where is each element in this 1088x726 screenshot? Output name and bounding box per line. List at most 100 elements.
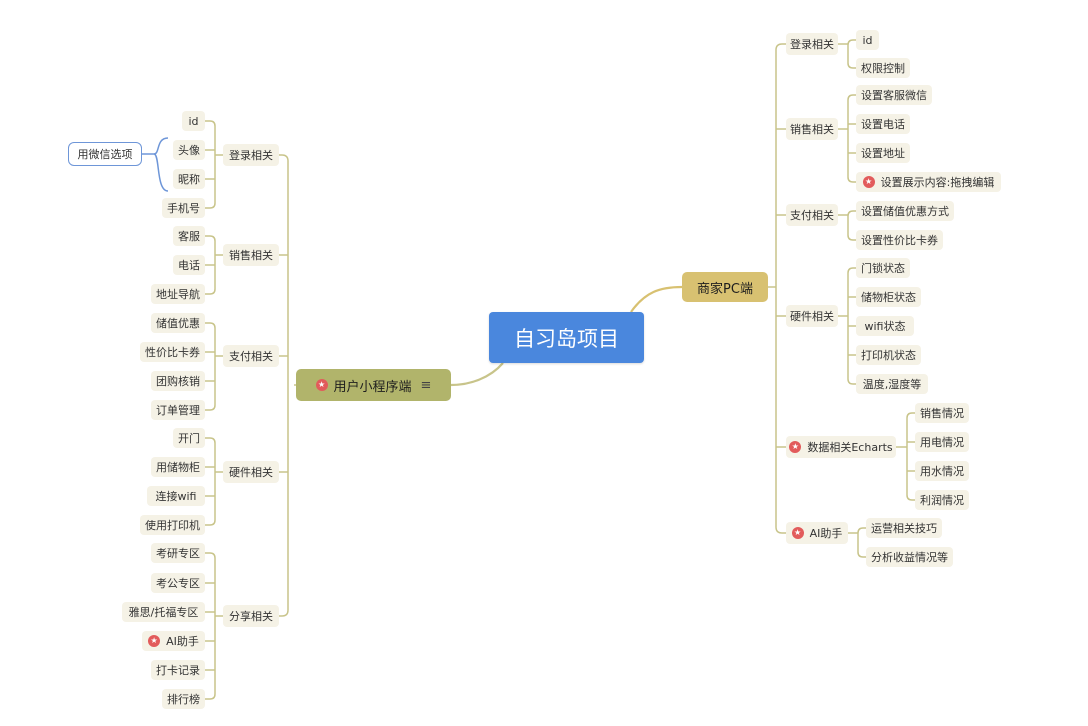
user-item-label: 考公专区 (156, 577, 200, 590)
user-item[interactable]: 手机号 (162, 198, 205, 218)
user-item[interactable]: ★AI助手 (142, 631, 205, 651)
merchant-item[interactable]: 打印机状态 (856, 345, 921, 365)
user-item-label: 用储物柜 (156, 461, 200, 474)
merchant-item-label: 储物柜状态 (861, 291, 916, 304)
merchant-item-connector (906, 494, 915, 501)
merchant-item-label: 设置地址 (861, 147, 905, 160)
merchant-group-1-label: 登录相关 (790, 38, 834, 51)
merchant-group-2-label: 销售相关 (790, 123, 834, 136)
user-item-label: 地址导航 (156, 288, 200, 301)
user-item[interactable]: 打卡记录 (151, 660, 205, 680)
user-item-connector (205, 693, 216, 700)
merchant-pc-node[interactable]: 商家PC端 (682, 272, 768, 302)
user-group-2[interactable]: 销售相关 (223, 244, 279, 266)
merchant-item[interactable]: 设置性价比卡券 (856, 230, 943, 250)
note-lines-icon: ≡ (420, 377, 432, 393)
user-group-1[interactable]: 登录相关 (223, 144, 279, 166)
merchant-item-label: 运营相关技巧 (871, 522, 937, 535)
user-miniprogram-node[interactable]: ★用户小程序端≡ (296, 369, 451, 401)
user-item-label: 手机号 (167, 202, 200, 215)
merchant-group-4[interactable]: 硬件相关 (786, 305, 838, 327)
merchant-item[interactable]: id (856, 30, 879, 50)
merchant-item-label: 温度,湿度等 (862, 378, 922, 391)
merchant-item-connector (847, 94, 856, 101)
user-item-label: 排行榜 (167, 693, 200, 706)
merchant-group-4-label: 硬件相关 (790, 310, 834, 323)
user-item[interactable]: 开门 (173, 428, 205, 448)
merchant-item-label: 门锁状态 (861, 262, 905, 275)
merchant-item[interactable]: 权限控制 (856, 58, 910, 78)
merchant-group-connector (775, 43, 786, 51)
merchant-group-5-label: 数据相关Echarts (807, 441, 893, 454)
merchant-group-2[interactable]: 销售相关 (786, 118, 838, 140)
merchant-item[interactable]: 用水情况 (915, 461, 969, 481)
user-item-label: 使用打印机 (145, 519, 200, 532)
user-item[interactable]: 用储物柜 (151, 457, 205, 477)
merchant-group-6-label: AI助手 (809, 527, 843, 540)
user-item[interactable]: 考公专区 (151, 573, 205, 593)
callout-wechat-option-label: 用微信选项 (77, 148, 133, 161)
star-marker-icon: ★ (789, 441, 802, 453)
user-item-label: 连接wifi (155, 490, 197, 503)
merchant-item[interactable]: 分析收益情况等 (866, 547, 953, 567)
star-marker-icon: ★ (315, 379, 328, 391)
user-item-label: 订单管理 (156, 404, 200, 417)
user-item[interactable]: 地址导航 (151, 284, 205, 304)
user-item[interactable]: 客服 (173, 226, 205, 246)
user-item-label: AI助手 (166, 635, 199, 648)
user-item[interactable]: 雅思/托福专区 (122, 602, 205, 622)
star-marker-icon: ★ (862, 176, 875, 188)
merchant-item[interactable]: 销售情况 (915, 403, 969, 423)
user-item-label: 雅思/托福专区 (128, 606, 199, 619)
star-marker-icon: ★ (791, 527, 804, 539)
merchant-item[interactable]: wifi状态 (856, 316, 914, 336)
merchant-item[interactable]: 门锁状态 (856, 258, 910, 278)
user-item-label: 电话 (178, 259, 200, 272)
user-item[interactable]: 头像 (173, 140, 205, 160)
user-item[interactable]: 考研专区 (151, 543, 205, 563)
merchant-group-5[interactable]: ★ 数据相关Echarts (786, 436, 896, 458)
user-item[interactable]: 性价比卡券 (140, 342, 205, 362)
merchant-item[interactable]: 温度,湿度等 (856, 374, 928, 394)
user-item[interactable]: 订单管理 (151, 400, 205, 420)
user-item[interactable]: 储值优惠 (151, 313, 205, 333)
user-item[interactable]: 连接wifi (147, 486, 205, 506)
user-item-label: id (188, 114, 199, 128)
user-group-connector (279, 154, 289, 162)
merchant-item-label: 打印机状态 (861, 349, 916, 362)
user-group-connector (279, 609, 289, 617)
merchant-item[interactable]: 设置地址 (856, 143, 910, 163)
merchant-item-label: 用电情况 (920, 436, 964, 449)
merchant-group-1[interactable]: 登录相关 (786, 33, 838, 55)
user-item[interactable]: 电话 (173, 255, 205, 275)
merchant-item-connector (857, 551, 866, 558)
user-item[interactable]: 昵称 (173, 169, 205, 189)
merchant-item[interactable]: 设置储值优惠方式 (856, 201, 954, 221)
user-item-label: 打卡记录 (156, 664, 200, 677)
merchant-group-3[interactable]: 支付相关 (786, 204, 838, 226)
user-item[interactable]: 团购核销 (151, 371, 205, 391)
root-node[interactable]: 自习岛项目 (489, 312, 644, 363)
merchant-group-6[interactable]: ★ AI助手 (786, 522, 848, 544)
user-item-label: 昵称 (178, 173, 200, 186)
user-item-connector (205, 519, 216, 526)
merchant-item[interactable]: 用电情况 (915, 432, 969, 452)
merchant-item[interactable]: 利润情况 (915, 490, 969, 510)
merchant-item-label: 销售情况 (920, 407, 964, 420)
user-group-4[interactable]: 硬件相关 (223, 461, 279, 483)
merchant-item[interactable]: ★设置展示内容:拖拽编辑 (856, 172, 1001, 192)
user-group-5[interactable]: 分享相关 (223, 605, 279, 627)
user-item-connector (205, 552, 216, 559)
merchant-item[interactable]: 储物柜状态 (856, 287, 921, 307)
user-group-3[interactable]: 支付相关 (223, 345, 279, 367)
merchant-item[interactable]: 运营相关技巧 (866, 518, 942, 538)
merchant-item[interactable]: 设置客服微信 (856, 85, 932, 105)
callout-wechat-option[interactable]: 用微信选项 (68, 142, 142, 166)
merchant-item[interactable]: 设置电话 (856, 114, 910, 134)
user-group-3-label: 支付相关 (229, 350, 273, 363)
user-item[interactable]: 排行榜 (162, 689, 205, 709)
user-item[interactable]: id (182, 111, 205, 131)
user-item[interactable]: 使用打印机 (140, 515, 205, 535)
